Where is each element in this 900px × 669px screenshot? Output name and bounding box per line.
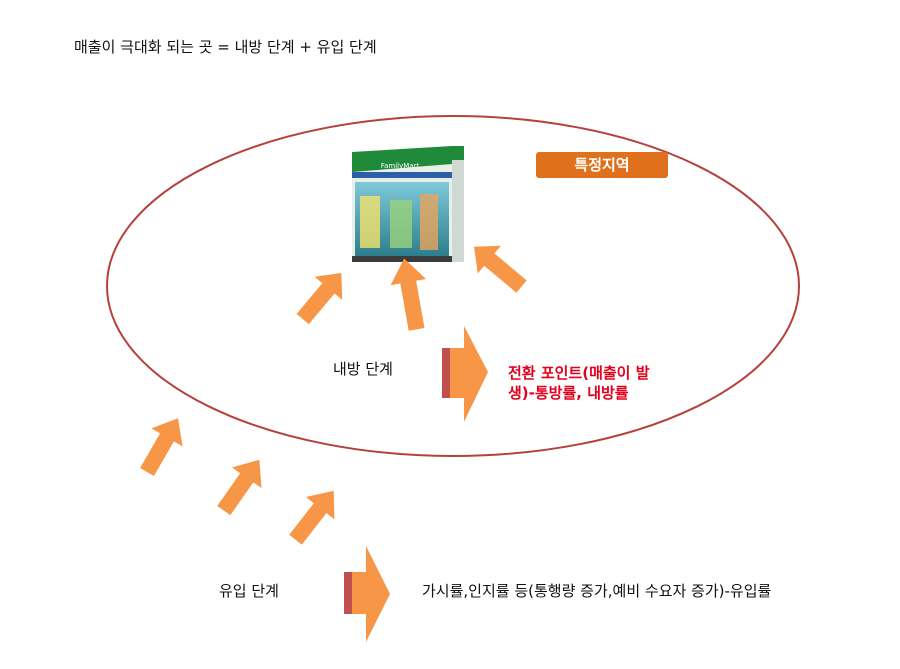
inflow-block-arrow	[344, 546, 390, 642]
arrow-up-left-3	[474, 245, 527, 293]
region-badge: 특정지역	[536, 152, 668, 178]
inflow-description: 가시률,인지률 등(통행량 증가,예비 수요자 증가)-유입률	[422, 582, 772, 600]
arrow-inflow-1	[140, 418, 183, 476]
diagram-title: 매출이 극대화 되는 곳 = 내방 단계 + 유입 단계	[74, 38, 377, 56]
arrow-up-2	[390, 258, 426, 331]
store-sign: FamilyMart	[381, 162, 420, 170]
conversion-point-text: 전환 포인트(매출이 발 생)-통방률, 내방률	[508, 363, 650, 403]
store-illustration: FamilyMart	[352, 146, 464, 262]
arrow-up-right-1	[296, 273, 343, 325]
conversion-line-2: 생)-통방률, 내방률	[508, 384, 629, 402]
inflow-stage-label: 유입 단계	[219, 582, 279, 600]
conversion-line-1: 전환 포인트(매출이 발	[508, 364, 650, 382]
visit-block-arrow	[442, 326, 488, 422]
arrow-inflow-3	[289, 490, 335, 545]
visit-stage-label: 내방 단계	[333, 360, 393, 378]
arrow-inflow-2	[217, 459, 262, 516]
region-ellipse	[106, 115, 800, 457]
